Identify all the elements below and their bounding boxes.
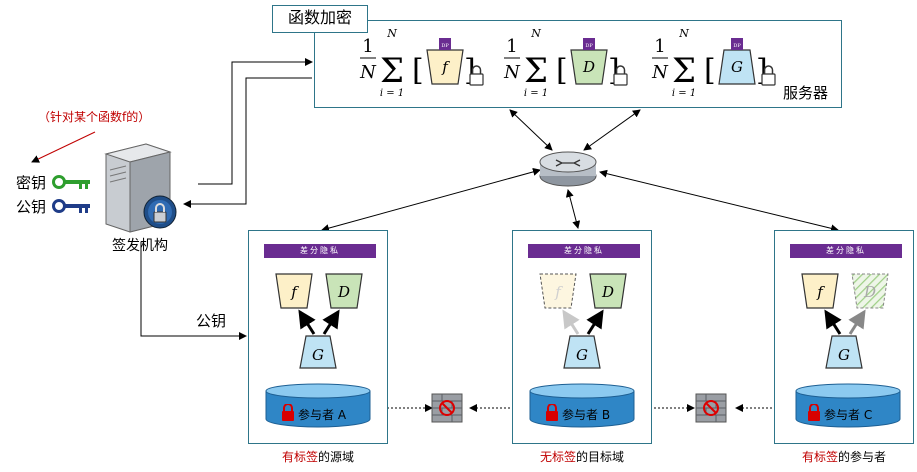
- issuer-name: 签发机构: [112, 238, 168, 254]
- svg-text:G: G: [838, 346, 850, 364]
- svg-text:Σ: Σ: [380, 51, 404, 91]
- svg-text:1: 1: [654, 36, 665, 57]
- dp-label: 差分隐私: [264, 244, 376, 258]
- svg-text:Σ: Σ: [672, 51, 696, 91]
- svg-text:N: N: [530, 27, 541, 40]
- svg-text:i = 1: i = 1: [672, 88, 696, 99]
- participant-c-models: f D G: [801, 273, 889, 369]
- lock-icon: [282, 404, 294, 421]
- svg-text:f: f: [816, 283, 825, 301]
- svg-text:D: D: [863, 283, 876, 301]
- lock-icon: [761, 65, 776, 86]
- router-icon: [539, 151, 597, 187]
- lock-icon: [808, 404, 820, 421]
- svg-text:[: [: [704, 53, 716, 88]
- formula-term-f: 1 N N Σ i = 1 [ f DP ]: [359, 27, 484, 99]
- participant-b-models: f D G: [539, 273, 627, 369]
- server-name: 服务器: [783, 84, 829, 102]
- formula-term-g: 1 N N Σ i = 1 [ G DP ]: [651, 27, 776, 99]
- secret-key-label: 密钥: [16, 174, 47, 192]
- svg-text:[: [: [556, 53, 568, 88]
- svg-text:i = 1: i = 1: [524, 88, 548, 99]
- model-label-d: D: [582, 58, 595, 76]
- issuer-note: （针对某个函数f的）: [38, 110, 151, 124]
- frac-num: 1: [362, 36, 373, 57]
- lock-icon: [469, 65, 484, 86]
- server-tower-icon: [104, 143, 177, 233]
- server-formula: 1 N N Σ i = 1 [ f DP ] 1 N N Σ i = 1 [ D…: [359, 27, 776, 99]
- svg-text:DP: DP: [585, 43, 593, 49]
- dp-label: 差分隐私: [528, 244, 640, 258]
- firewall-icon: [695, 393, 727, 423]
- participant-a-db-label: 参与者 A: [298, 408, 347, 422]
- svg-text:DP: DP: [441, 43, 449, 49]
- server-tab-title: 函数加密: [272, 5, 368, 33]
- lock-icon: [546, 404, 558, 421]
- svg-text:1: 1: [506, 36, 517, 57]
- model-label-g: G: [731, 58, 743, 76]
- frac-den: N: [359, 62, 377, 83]
- dp-label: 差分隐私: [790, 244, 902, 258]
- svg-text:f: f: [554, 283, 563, 301]
- participant-a-models: f D G: [275, 273, 363, 369]
- formula-term-d: 1 N N Σ i = 1 [ D DP ]: [503, 27, 628, 99]
- participant-c-caption: 有标签的参与者: [801, 450, 887, 464]
- firewall-icon: [431, 393, 463, 423]
- secret-key-icon: [52, 175, 90, 189]
- svg-text:G: G: [576, 346, 588, 364]
- svg-text:D: D: [337, 283, 350, 301]
- database-icon: [795, 383, 901, 428]
- lock-icon: [613, 65, 628, 86]
- svg-text:N: N: [651, 62, 669, 83]
- edge-issuer-to-server: [198, 58, 313, 185]
- sum-upper: N: [386, 27, 397, 40]
- svg-text:N: N: [503, 62, 521, 83]
- model-label-f: f: [441, 58, 450, 76]
- svg-text:G: G: [312, 346, 324, 364]
- participant-a-caption: 有标签的源域: [281, 450, 355, 464]
- svg-text:]: ]: [464, 53, 476, 88]
- svg-text:DP: DP: [733, 43, 741, 49]
- participant-b-caption: 无标签的目标域: [539, 450, 625, 464]
- public-key-label: 公钥: [16, 198, 47, 216]
- svg-text:N: N: [678, 27, 689, 40]
- edge-server-to-issuer: [183, 77, 312, 208]
- svg-text:Σ: Σ: [524, 51, 548, 91]
- edge-public-key: [140, 242, 247, 340]
- svg-text:D: D: [601, 283, 614, 301]
- participant-c-db-label: 参与者 C: [824, 408, 873, 422]
- svg-text:]: ]: [608, 53, 620, 88]
- sum-lower: i = 1: [380, 88, 404, 99]
- svg-text:f: f: [290, 283, 299, 301]
- participant-b-db-label: 参与者 B: [562, 408, 611, 422]
- svg-text:[: [: [412, 53, 424, 88]
- public-key-icon: [52, 199, 90, 213]
- svg-text:]: ]: [756, 53, 768, 88]
- public-key-edge-label: 公钥: [196, 312, 227, 330]
